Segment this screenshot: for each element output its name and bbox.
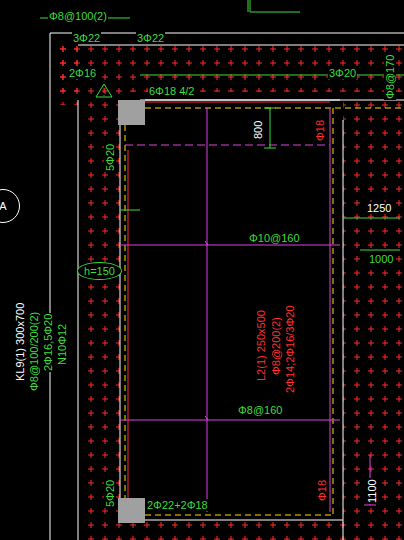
- rotated-annotation: L2(1) 250x500: [255, 309, 267, 382]
- hatched-concrete: [55, 45, 404, 540]
- annotation: Φ8@100(2): [48, 10, 108, 22]
- rotated-annotation: 2Φ14;2Φ16/3Φ20: [284, 304, 296, 394]
- annotation: 3Φ22: [72, 32, 101, 44]
- annotation: 3Φ22: [136, 32, 165, 44]
- rebar-lines: [120, 108, 376, 512]
- rotated-annotation: 1100: [366, 478, 378, 504]
- rotated-annotation: 800: [252, 120, 264, 140]
- rotated-annotation: 5Φ20: [104, 479, 116, 508]
- annotation: 1000: [368, 253, 394, 265]
- rotated-annotation: 2Φ16,5Φ20: [42, 313, 54, 372]
- annotation: Φ8@160: [237, 404, 283, 416]
- leader-lines: [40, 0, 404, 250]
- node-text: h=150: [84, 265, 115, 277]
- rotated-annotation: KL9(1) 300x700: [14, 302, 26, 382]
- annotation: 6Φ18 4/2: [148, 85, 195, 97]
- rotated-annotation: Φ8@200(2): [270, 316, 282, 376]
- rotated-annotation: N10Φ12: [56, 323, 68, 366]
- rebar-red: [128, 102, 330, 500]
- rotated-annotation: Φ18: [316, 479, 328, 502]
- annotation: 2Φ16: [68, 67, 97, 79]
- beam-edge-dashed: [125, 105, 404, 520]
- node-text: A: [0, 200, 7, 212]
- annotation: 2Φ22+2Φ18: [146, 499, 209, 511]
- rotated-annotation: Φ8@170: [384, 54, 396, 100]
- rotated-annotation: Φ18: [314, 119, 326, 142]
- rotated-annotation: 5Φ20: [104, 143, 116, 172]
- annotation: Φ10@160: [248, 232, 301, 244]
- column-section: [118, 100, 145, 523]
- annotation: 1250: [366, 202, 392, 214]
- axis-circle: A: [0, 189, 20, 223]
- annotation: 3Φ20: [328, 67, 357, 79]
- rotated-annotation: Φ8@100/200(2): [28, 311, 40, 392]
- section-triangle: [96, 84, 112, 97]
- thickness-ellipse: h=150: [77, 262, 122, 280]
- concrete-outline: [50, 33, 404, 540]
